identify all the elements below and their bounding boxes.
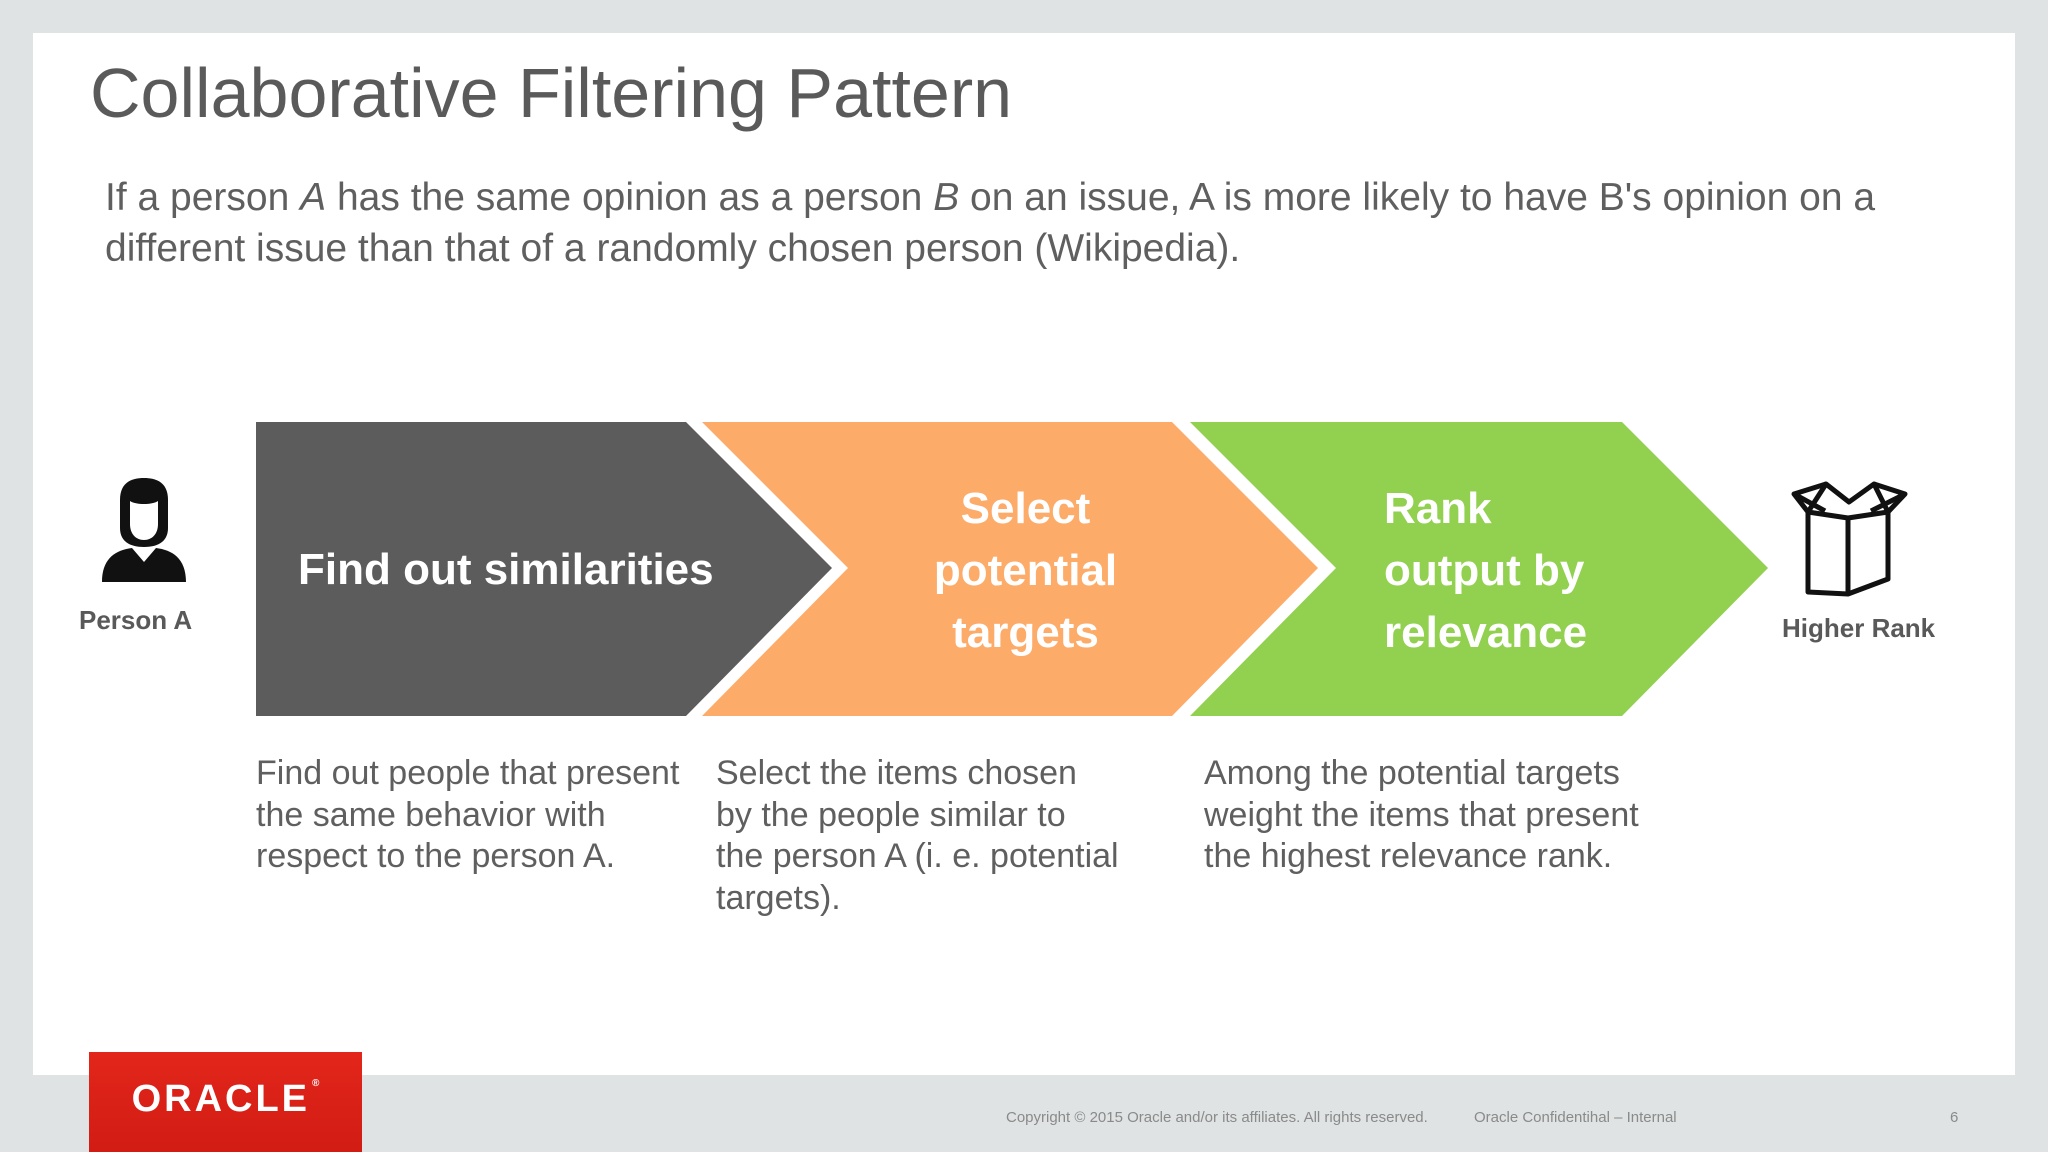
step-3-title-line-2: output by	[1384, 546, 1585, 595]
step-3-description: Among the potential targets weight the i…	[1204, 754, 1639, 875]
step-2-title: Select potential targets	[878, 478, 1173, 664]
definition-person-b: B	[933, 176, 960, 219]
step-1-description: Find out people that present the same be…	[256, 754, 680, 875]
definition-part-1: If a person	[105, 176, 301, 219]
step-1-title: Find out similarities	[298, 539, 714, 601]
confidential-text: Oracle Confidentihal – Internal	[1474, 1109, 1677, 1126]
step-2-title-line-1: Select	[960, 484, 1091, 533]
step-1-chevron	[256, 422, 832, 716]
step-3-title-line-3: relevance	[1384, 608, 1588, 657]
start-label: Person A	[79, 605, 193, 635]
page-number: 6	[1950, 1109, 1959, 1126]
person-icon	[102, 478, 186, 582]
step-3-title: Rank output by relevance	[1384, 478, 1587, 664]
oracle-logo-text: ORACLE®	[131, 1077, 320, 1120]
step-2-description: Select the items chosen by the people si…	[716, 754, 1119, 917]
step-3-chevron	[1190, 422, 1768, 716]
definition-part-2: has the same opinion as a person	[326, 176, 934, 219]
oracle-logo: ORACLE®	[89, 1052, 362, 1152]
box-icon	[1791, 481, 1908, 597]
oracle-logo-mark: ®	[312, 1077, 320, 1089]
end-label: Higher Rank	[1782, 613, 1936, 643]
step-2-chevron	[702, 422, 1318, 716]
step-3-title-line-1: Rank	[1384, 484, 1492, 533]
copyright-text: Copyright © 2015 Oracle and/or its affil…	[1006, 1109, 1428, 1126]
step-2-title-line-3: targets	[952, 608, 1099, 657]
step-2-title-line-2: potential	[933, 546, 1118, 595]
step-1-title-line-1: Find out similarities	[298, 545, 714, 594]
definition-person-a: A	[300, 176, 327, 219]
definition-part-3: on an issue, A is more likely to have B'…	[105, 176, 1876, 270]
definition-text: If a person A has the same opinion as a …	[105, 172, 1945, 274]
slide-title: Collaborative Filtering Pattern	[90, 54, 1013, 132]
